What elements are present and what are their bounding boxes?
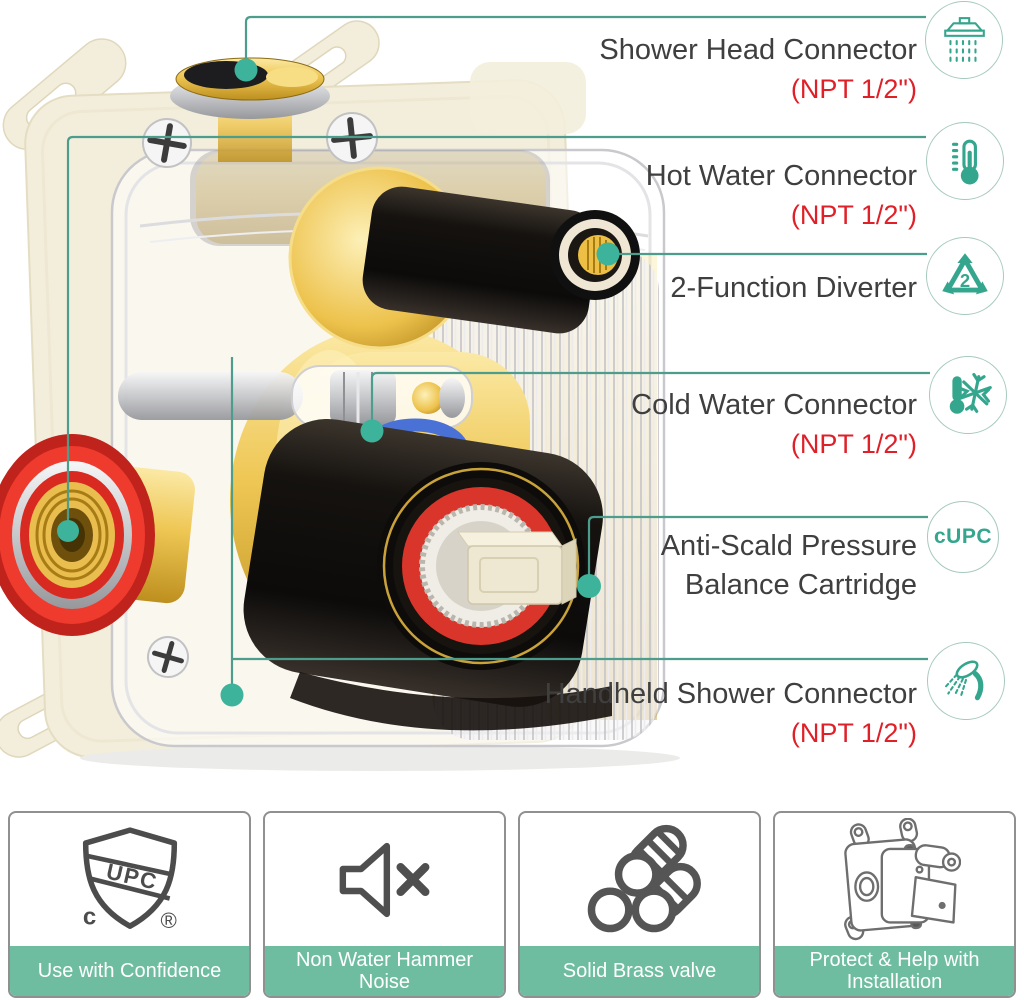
muted-speaker-icon — [265, 813, 504, 946]
upc-shield-r: ® — [160, 908, 176, 933]
diverter-icon-number: 2 — [960, 270, 970, 291]
cupc-badge: cUPC — [927, 501, 999, 573]
card-label-band: Use with Confidence — [10, 946, 249, 996]
valve-sketch-icon — [775, 813, 1014, 946]
card-label-band: Protect & Help with Installation — [775, 946, 1014, 996]
callout-label: Handheld Shower Connector — [544, 678, 917, 710]
callout-npt-size: (NPT 1/2") — [790, 74, 917, 104]
brass-tubes-icon — [520, 813, 759, 946]
callout-cartridge: Anti-Scald Pressure Balance Cartridge — [661, 527, 917, 605]
callout-lines — [66, 15, 930, 695]
upc-shield-text: UPC — [103, 858, 160, 894]
card-label-band: Non Water Hammer Noise — [265, 946, 504, 996]
callout-diverter: 2-Function Diverter — [670, 268, 917, 308]
callout-label: Hot Water Connector — [645, 160, 917, 192]
recycle-2-icon: 2 — [926, 237, 1004, 315]
pressure-balance-cartridge — [243, 418, 612, 731]
card-label-line2: Noise — [358, 971, 411, 993]
card-use-with-confidence: UPC c ® Use with Confidence — [8, 811, 251, 998]
callout-handheld-shower: Handheld Shower Connector (NPT 1/2") — [545, 674, 917, 752]
feature-cards: UPC c ® Use with Confidence Non Water Ha… — [8, 811, 1016, 998]
card-label-band: Solid Brass valve — [520, 946, 759, 996]
card-no-water-hammer: Non Water Hammer Noise — [263, 811, 506, 998]
callout-label: Shower Head Connector — [599, 34, 917, 66]
card-solid-brass: Solid Brass valve — [518, 811, 761, 998]
cupc-badge-text: cUPC — [933, 525, 993, 548]
cold-thermometer-icon — [929, 356, 1007, 434]
card-label: Use with Confidence — [37, 959, 222, 982]
cold-water-connector — [118, 365, 473, 486]
card-protect-installation: Protect & Help with Installation — [773, 811, 1016, 998]
callout-dots — [57, 58, 620, 707]
shower-head-icon — [925, 1, 1003, 79]
card-label-line2: Installation — [846, 971, 943, 993]
card-label: Non Water Hammer — [295, 948, 474, 971]
hot-thermometer-icon — [926, 122, 1004, 200]
callout-shower-head: Shower Head Connector (NPT 1/2") — [599, 30, 917, 108]
shower-valve-photo — [0, 15, 930, 771]
callout-npt-size: (NPT 1/2") — [790, 718, 917, 748]
diverter-stem — [288, 166, 640, 350]
cartridge-stem — [457, 531, 577, 605]
callout-cold-water: Cold Water Connector (NPT 1/2") — [631, 385, 917, 463]
callout-npt-size: (NPT 1/2") — [790, 200, 917, 230]
callout-label: 2-Function Diverter — [670, 272, 917, 304]
callout-npt-size: (NPT 1/2") — [790, 429, 917, 459]
callout-label: Cold Water Connector — [631, 389, 917, 421]
handheld-shower-icon — [927, 642, 1005, 720]
callout-label-line2: Balance Cartridge — [684, 569, 917, 601]
callout-hot-water: Hot Water Connector (NPT 1/2") — [646, 156, 917, 234]
upc-shield-c: c — [82, 903, 95, 930]
callout-label: Anti-Scald Pressure — [660, 530, 917, 562]
card-label: Protect & Help with — [809, 948, 980, 971]
upc-shield-icon: UPC c ® — [10, 813, 249, 946]
card-label: Solid Brass valve — [562, 959, 717, 982]
